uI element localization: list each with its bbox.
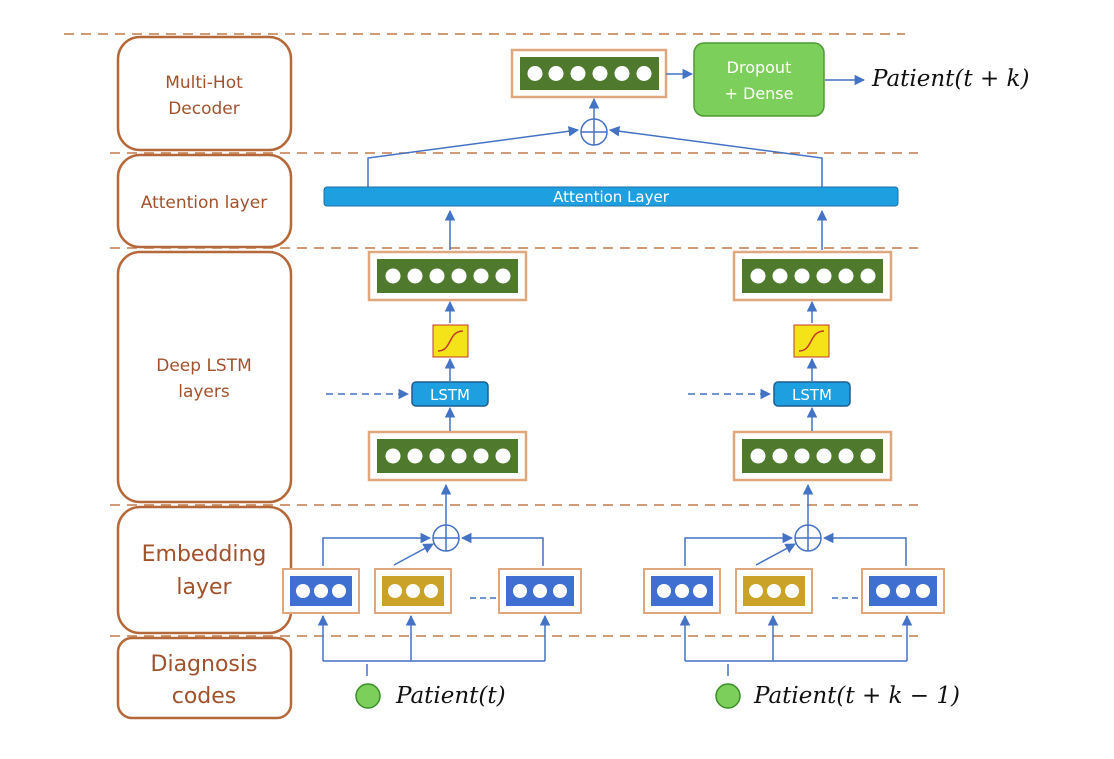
right-embedding-vector-2 — [735, 568, 813, 614]
left-embedding-vector-1 — [282, 568, 360, 614]
decoder-output-vector — [510, 48, 668, 99]
left-embedding-vector-n — [498, 568, 582, 614]
left-input-node-icon — [355, 683, 381, 709]
decoder-section-box — [116, 35, 293, 152]
section-boxes — [116, 35, 293, 720]
decoder-label-line2: Decoder — [168, 99, 240, 119]
embedding-label-line1: Embedding — [142, 542, 267, 567]
left-lstm-label: LSTM — [430, 386, 470, 404]
embedding-label-line2: layer — [176, 575, 232, 600]
attention-bar: Attention Layer — [323, 186, 899, 207]
left-sigmoid-icon — [432, 324, 469, 358]
diagnosis-label-line1: Diagnosis — [151, 652, 258, 677]
left-lstm-box: LSTM — [411, 381, 489, 407]
right-lstm-label: LSTM — [792, 386, 832, 404]
output-label: Patient(t + k) — [871, 66, 1029, 92]
diagnosis-section-box — [116, 636, 293, 720]
lstm-section-box — [116, 250, 293, 504]
attention-section-box — [116, 153, 293, 249]
attention-bar-label: Attention Layer — [553, 188, 670, 206]
embedding-section-box — [116, 505, 293, 635]
right-sum-icon — [794, 524, 822, 552]
lstm-label-line2: layers — [178, 382, 230, 402]
right-lstm-output-vector — [732, 250, 893, 302]
right-embedding-vector-n — [861, 568, 945, 614]
right-input-node-icon — [715, 683, 741, 709]
attention-label: Attention layer — [141, 193, 268, 213]
section-separators — [64, 33, 918, 637]
lstm-label-line1: Deep LSTM — [156, 356, 252, 376]
right-input-label: Patient(t + k − 1) — [753, 683, 960, 709]
right-arrows — [679, 209, 913, 676]
right-sigmoid-icon — [793, 324, 830, 358]
decoder-sum-icon — [580, 118, 608, 146]
decoder-arrows — [367, 68, 866, 188]
dropout-label-line1: Dropout — [727, 58, 792, 77]
decoder-label-line1: Multi-Hot — [165, 73, 243, 93]
left-embedding-vector-2 — [374, 568, 452, 614]
left-lstm-output-vector — [367, 250, 528, 302]
diagnosis-label-line2: codes — [172, 684, 237, 709]
right-embedding-output-vector — [732, 430, 893, 482]
left-arrows — [317, 209, 551, 676]
left-embedding-output-vector — [367, 430, 528, 482]
left-input-label: Patient(t) — [395, 683, 506, 709]
right-embedding-vector-1 — [643, 568, 721, 614]
left-sum-icon — [432, 524, 460, 552]
dropout-dense-box: Dropout + Dense — [693, 42, 825, 117]
right-lstm-box: LSTM — [773, 381, 851, 407]
dropout-label-line2: + Dense — [725, 84, 794, 103]
